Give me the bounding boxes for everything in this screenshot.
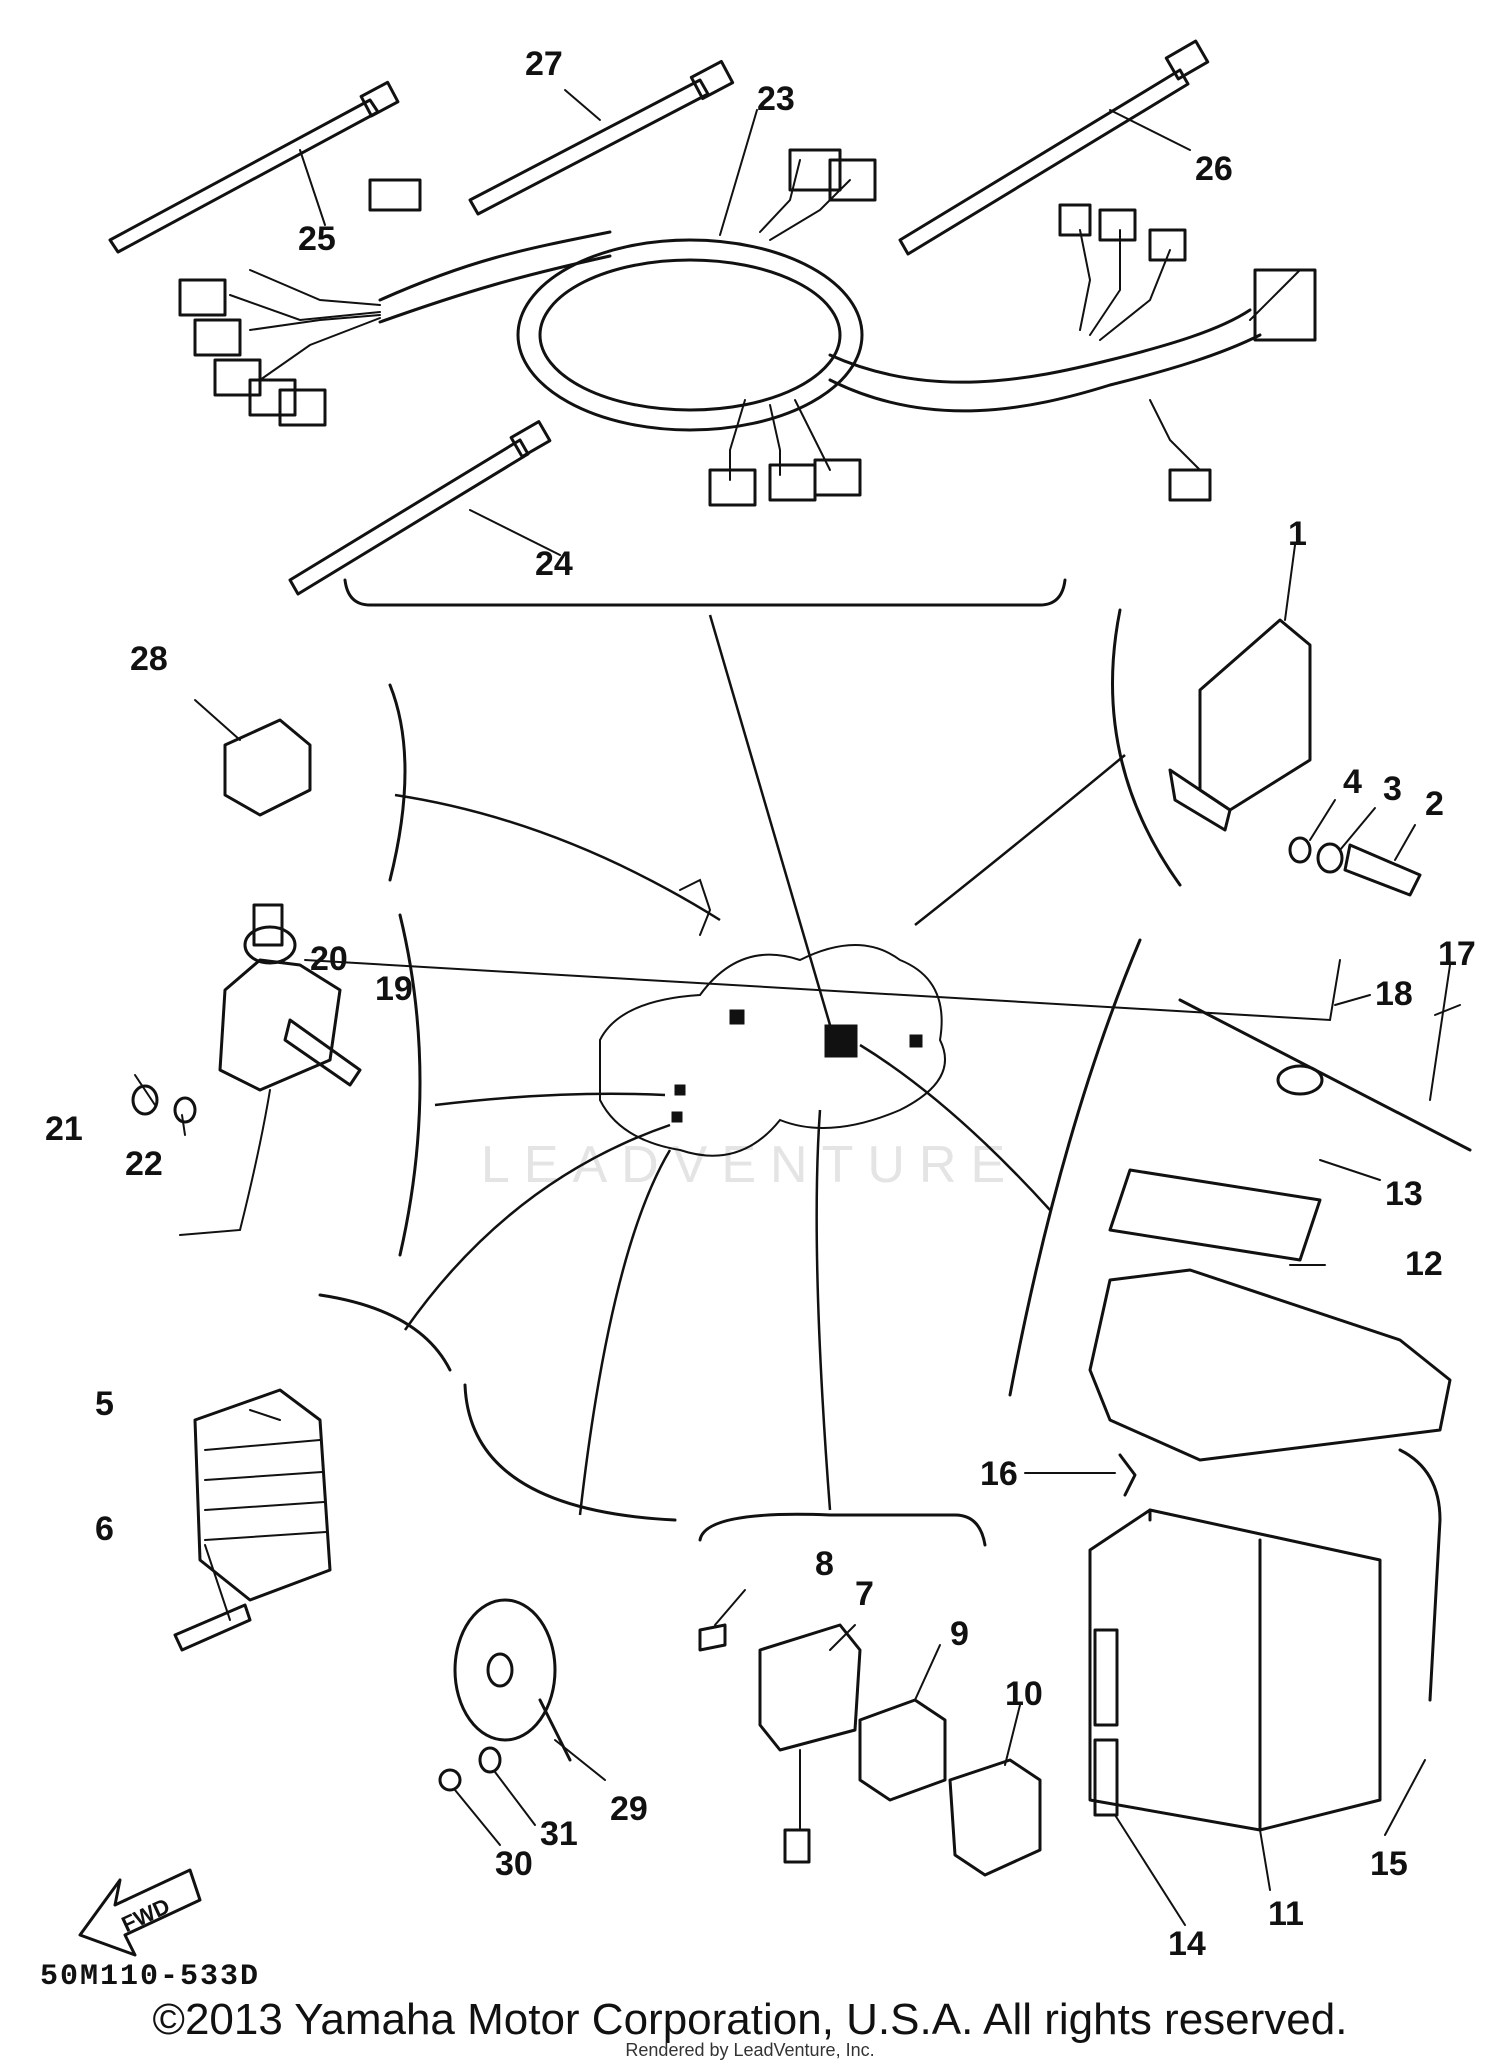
callout-27: 27	[525, 45, 563, 83]
callout-10: 10	[1005, 1675, 1043, 1713]
group-brackets	[318, 578, 1182, 1547]
callout-31: 31	[540, 1815, 578, 1853]
callout-20: 20	[310, 940, 348, 978]
battery-cover	[1088, 998, 1472, 1462]
callout-2: 2	[1425, 785, 1444, 823]
callout-leaders	[134, 89, 1461, 1926]
callout-4: 4	[1343, 763, 1362, 801]
callout-14: 14	[1168, 1925, 1206, 1963]
callout-1: 1	[1288, 515, 1307, 553]
connecting-lines	[394, 614, 1126, 1516]
switch-assembly	[131, 903, 362, 1236]
callout-24: 24	[535, 545, 573, 583]
callout-26: 26	[1195, 150, 1233, 188]
callout-28: 28	[130, 640, 168, 678]
callout-25: 25	[298, 220, 336, 258]
battery	[1088, 1448, 1442, 1832]
callout-22: 22	[125, 1145, 163, 1183]
copyright-notice: ©2013 Yamaha Motor Corporation, U.S.A. A…	[152, 1995, 1348, 2044]
callout-30: 30	[495, 1845, 533, 1883]
frame-sketch	[599, 878, 946, 1157]
callout-labels: 1 2 3 4 5 6 7 8 9 10 11 12 13 14 15 16 1…	[45, 45, 1476, 1963]
relays-group	[698, 1623, 1042, 1877]
fwd-arrow: FWD	[78, 1868, 202, 1957]
callout-15: 15	[1370, 1845, 1408, 1883]
diagram-code: 50M110-533D	[40, 1960, 261, 1994]
watermark: LEADVENTURE	[480, 1136, 1020, 1194]
callout-17: 17	[1438, 935, 1476, 973]
callout-23: 23	[757, 80, 795, 118]
relay	[223, 718, 312, 817]
callout-9: 9	[950, 1615, 969, 1653]
control-unit	[1168, 618, 1422, 897]
callout-29: 29	[610, 1790, 648, 1828]
callout-13: 13	[1385, 1175, 1423, 1213]
rendered-by: Rendered by LeadVenture, Inc.	[625, 2040, 875, 2060]
cable-ties	[108, 39, 1210, 596]
callout-16: 16	[980, 1455, 1018, 1493]
callout-11: 11	[1268, 1895, 1304, 1933]
rectifier	[173, 1388, 332, 1652]
callout-6: 6	[95, 1510, 114, 1548]
horn	[438, 1598, 572, 1792]
callout-5: 5	[95, 1385, 114, 1423]
callout-18: 18	[1375, 975, 1413, 1013]
callout-7: 7	[855, 1575, 874, 1613]
callout-19: 19	[375, 970, 413, 1008]
wire-harness	[178, 148, 1317, 507]
callout-3: 3	[1383, 770, 1402, 808]
callout-8: 8	[815, 1545, 834, 1583]
callout-21: 21	[45, 1110, 83, 1148]
callout-12: 12	[1405, 1245, 1443, 1283]
